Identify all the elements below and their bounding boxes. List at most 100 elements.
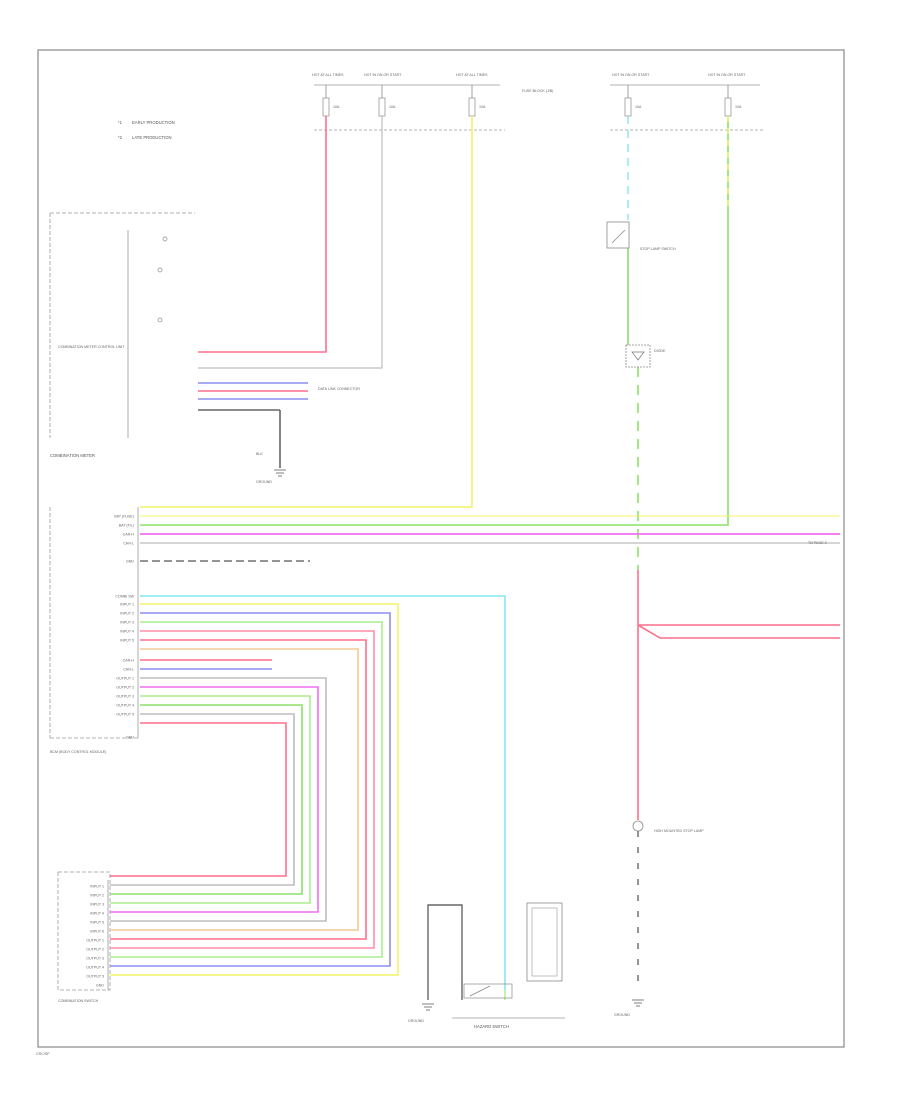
switch-pin-label-12: GND <box>96 984 104 988</box>
bcm-pin-label-9: INPUT 3 <box>120 621 134 625</box>
wire-harness-5 <box>110 639 367 940</box>
combination-meter-label: COMBINATION METER <box>50 453 95 458</box>
stop-lamp-switch-label: STOP LAMP SWITCH <box>640 247 676 251</box>
fuse-4-header: HOT IN ON OR START <box>612 73 650 77</box>
wire-to-page2-red-2 <box>637 624 840 639</box>
wire-harness-3 <box>110 621 383 958</box>
wire-harness-6 <box>110 648 359 931</box>
data-link-label: DATA LINK CONNECTOR <box>318 387 360 391</box>
switch-pin-label-11: OUTPUT 5 <box>86 975 104 979</box>
hazard-switch: HAZARD SWITCH <box>452 983 565 1029</box>
fuse-1-label: 10A <box>333 105 340 109</box>
switch-pin-label-10: OUTPUT 4 <box>86 966 104 970</box>
wire-combi-sw-cyan <box>140 595 506 990</box>
fuse-2-label: 10A <box>389 105 396 109</box>
switch-pin-label-6: INPUT 6 <box>90 930 104 934</box>
bcm-pin-label-17: OUTPUT 4 <box>116 704 134 708</box>
bcm-label: BCM (BODY CONTROL MODULE) <box>50 750 106 754</box>
wire-harness <box>110 116 840 1000</box>
bcm-pin-label-8: INPUT 2 <box>120 612 134 616</box>
wire-harness-1 <box>110 603 399 976</box>
bcm-pin-label-13: CAN-L <box>123 668 134 672</box>
bcm-box: BCM (BODY CONTROL MODULE) <box>49 507 140 754</box>
switch-pin-label-7: OUTPUT 1 <box>86 939 104 943</box>
fuse-4-label: 10A <box>635 105 642 109</box>
fuse-2: HOT IN ON OR START 10A <box>364 73 402 117</box>
meter-ground-group: BLK GROUND <box>198 409 286 484</box>
wire-fuse2-gray <box>198 116 383 369</box>
to-page-2-label: TO PAGE 2 <box>808 541 827 545</box>
ground-hazard-label: GROUND <box>408 1019 424 1023</box>
combination-meter: COMBINATION METER CONTROL UNIT COMBINATI… <box>49 212 195 458</box>
stop-lamp-switch: STOP LAMP SWITCH <box>606 221 676 251</box>
bcm-pin-labels: BAT (FUSE) BAT (F/L) CAN-H CAN-L GND COMBI SW… <box>114 515 134 740</box>
fuse-block-note: FUSE BLOCK (J/B) <box>522 89 553 93</box>
diode-label: DIODE <box>654 349 666 353</box>
legend-item-1-symbol: *1 <box>118 120 123 125</box>
fuse-block-left: FUSE BLOCK (J/B) <box>314 84 553 131</box>
wire-fuse1-red <box>198 116 327 353</box>
hazard-ground: GROUND <box>408 904 463 1023</box>
bcm-pin-label-7: INPUT 1 <box>120 603 134 607</box>
bcm-pin-label-4: CAN-L <box>123 542 134 546</box>
high-mounted-stop-lamp-label: HIGH MOUNTED STOP LAMP <box>654 829 704 833</box>
ground-bcm-label: GROUND <box>256 480 272 484</box>
wire-harness-2 <box>110 612 391 967</box>
fuse-block-right <box>610 84 765 131</box>
legend-item-2-symbol: *2 <box>118 135 123 140</box>
fuse-3-header: HOT AT ALL TIMES <box>456 73 488 77</box>
legend-item-1-text: EARLY PRODUCTION <box>132 120 175 125</box>
wire-lower-3 <box>110 695 311 904</box>
wire-lower-4 <box>110 704 303 895</box>
combination-switch-label: COMBINATION SWITCH <box>58 999 99 1003</box>
wire-fuse3-yellow <box>140 116 473 508</box>
bcm-pin-label-5: GND <box>126 560 134 564</box>
fuse-4: HOT IN ON OR START 10A <box>612 73 650 117</box>
wire-lower-5 <box>110 713 295 886</box>
fuse-1: HOT AT ALL TIMES 10A <box>312 73 344 117</box>
switch-pin-label-1: INPUT 1 <box>90 885 104 889</box>
fuse-5-header: HOT IN ON OR START <box>708 73 746 77</box>
diode: DIODE <box>625 344 666 368</box>
hazard-switch-label: HAZARD SWITCH <box>474 1024 509 1029</box>
switch-pin-label-3: INPUT 3 <box>90 903 104 907</box>
bcm-pin-label-11: INPUT 5 <box>120 639 134 643</box>
switch-pin-label-5: INPUT 5 <box>90 921 104 925</box>
switch-pin-label-9: OUTPUT 3 <box>86 957 104 961</box>
diagram-border <box>37 49 845 1048</box>
wire-lower-1 <box>110 677 327 922</box>
fuse-5-label: 10A <box>735 105 742 109</box>
bcm-pin-label-19: GND <box>126 736 134 740</box>
bcm-pin-label-16: OUTPUT 3 <box>116 695 134 699</box>
bcm-pin-label-12: CAN-H <box>123 659 135 663</box>
ground-stop-lamp-label: GROUND <box>614 1013 630 1017</box>
bcm-pin-label-2: BAT (F/L) <box>119 524 134 528</box>
switch-pin-label-8: OUTPUT 2 <box>86 948 104 952</box>
bcm-pin-label-18: OUTPUT 5 <box>116 713 134 717</box>
fuse-3: HOT AT ALL TIMES 10A <box>456 73 488 117</box>
legend: *1 EARLY PRODUCTION *2 LATE PRODUCTION <box>118 120 175 140</box>
switch-pin-label-4: INPUT 4 <box>90 912 104 916</box>
combination-meter-inner-label: COMBINATION METER CONTROL UNIT <box>58 345 125 349</box>
wire-lower-6 <box>110 722 287 877</box>
stop-lamp-ground: GROUND <box>614 831 644 1017</box>
bcm-pin-label-6: COMBI SW <box>115 595 134 599</box>
hazard-indicator <box>526 902 563 982</box>
fuse-5: HOT IN ON OR START 10A <box>708 73 746 117</box>
bcm-pin-label-10: INPUT 4 <box>120 630 134 634</box>
combination-switch-box: COMBINATION SWITCH <box>57 871 111 1003</box>
legend-item-2-text: LATE PRODUCTION <box>132 135 171 140</box>
high-mounted-stop-lamp: HIGH MOUNTED STOP LAMP <box>632 820 704 833</box>
footer-text: CRC/SP <box>36 1052 50 1056</box>
fuse-3-label: 10A <box>479 105 486 109</box>
bcm-pin-label-1: BAT (FUSE) <box>114 515 134 519</box>
bcm-pin-label-15: OUTPUT 2 <box>116 686 134 690</box>
wire-lower-2 <box>110 686 319 913</box>
bcm-pin-label-3: CAN-H <box>123 533 135 537</box>
wire-fuse5-green <box>140 116 729 526</box>
wire-harness-4 <box>110 630 375 949</box>
fuse-2-header: HOT IN ON OR START <box>364 73 402 77</box>
fuse-1-header: HOT AT ALL TIMES <box>312 73 344 77</box>
